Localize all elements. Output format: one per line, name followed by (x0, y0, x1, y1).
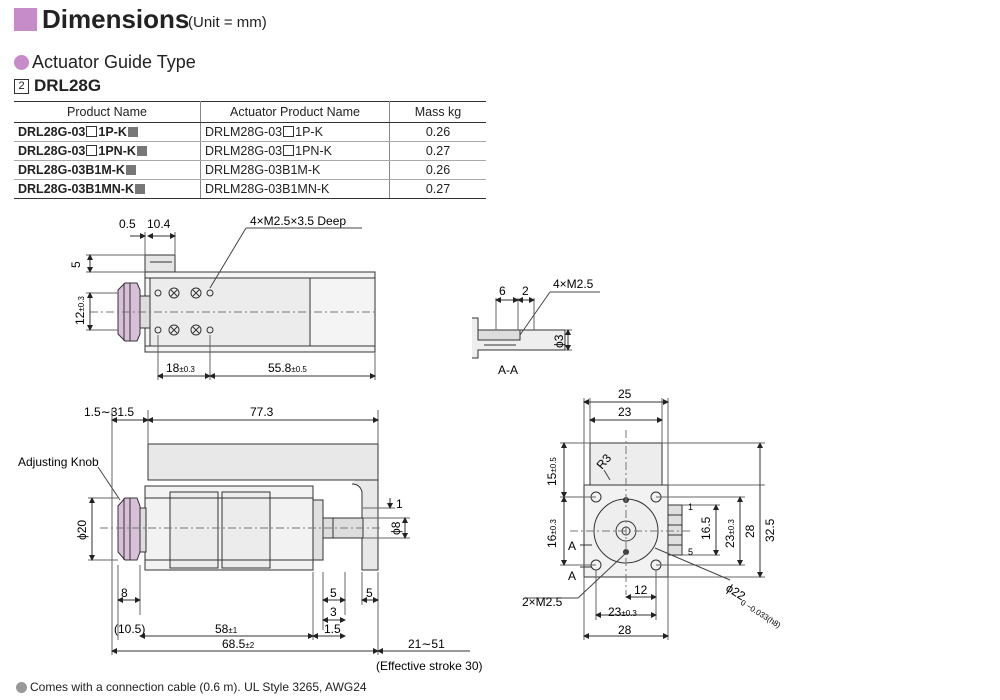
cell-mass: 0.27 (389, 179, 486, 199)
pin-5-label: 5 (688, 547, 693, 557)
dim-5b: 5 (366, 586, 373, 600)
dim-18: 18±0.3 (166, 361, 195, 375)
header-square-icon (14, 8, 37, 31)
dim-21-51: 21∼51 (408, 637, 445, 651)
side-view-drawing (88, 410, 470, 655)
cell-mass: 0.26 (389, 122, 486, 142)
dim-5a: 5 (330, 586, 337, 600)
dim-28-horiz: 28 (618, 623, 632, 637)
cell-apn-a: DRLM28G-03 (205, 125, 283, 139)
dim-23-vert: 23±0.3 (723, 519, 737, 548)
dim-1: 1 (396, 497, 403, 511)
cell-mass: 0.27 (389, 141, 486, 161)
model-number-box: 2 (14, 79, 29, 94)
open-square-icon (86, 145, 98, 156)
top-view-drawing (86, 227, 376, 380)
filled-square-icon (127, 127, 138, 137)
cell-pn-a: DRL28G-03B1M-K (18, 163, 125, 177)
dim-12-front: 12 (634, 583, 648, 597)
unit-note: (Unit = mm) (188, 14, 267, 31)
section-a-top: A (568, 539, 576, 553)
pin-1-label: 1 (688, 502, 693, 512)
cell-apn-a: DRLM28G-03B1MN-K (205, 182, 330, 196)
dim-12: 12±0.3 (73, 296, 87, 325)
footnote: Comes with a connection cable (0.6 m). U… (30, 680, 367, 694)
adjusting-knob-label: Adjusting Knob (18, 455, 99, 469)
cell-apn-b: 1P-K (295, 125, 323, 139)
table-row: DRL28G-03 1P-K DRLM28G-03 1P-K 0.26 (14, 122, 486, 142)
stroke-range: 1.5∼31.5 (84, 405, 134, 419)
holes-label-top: 4×M2.5×3.5 Deep (250, 214, 346, 228)
effective-stroke: (Effective stroke 30) (376, 659, 483, 673)
holes-label-front: 2×M2.5 (522, 595, 563, 609)
dim-3: 3 (330, 605, 337, 619)
model-name: DRL28G (34, 76, 102, 95)
filled-square-icon (135, 184, 145, 194)
filled-square-icon (125, 165, 136, 175)
filled-square-icon (136, 146, 147, 156)
table-row: DRL28G-03 1PN-K DRLM28G-03 1PN-K 0.27 (14, 141, 486, 161)
dim-8: 8 (121, 586, 128, 600)
holes-label-section: 4×M2.5 (553, 277, 594, 291)
open-square-icon (86, 126, 98, 137)
dim-1-5: 1.5 (324, 622, 341, 636)
table-row: DRL28G-03B1MN-K DRLM28G-03B1MN-K 0.27 (14, 179, 486, 199)
dim-10-4: 10.4 (147, 217, 171, 231)
cell-apn-a: DRLM28G-03 (205, 144, 283, 158)
col-header-product: Product Name (14, 101, 201, 123)
cell-mass: 0.26 (389, 160, 486, 180)
col-header-actuator: Actuator Product Name (200, 101, 390, 123)
cell-pn-b: 1PN-K (98, 144, 136, 158)
section-dot-icon (14, 55, 29, 70)
open-square-icon (283, 145, 295, 156)
front-view-drawing (525, 398, 765, 640)
dim-16-5: 16.5 (699, 516, 713, 540)
section-a-bottom: A (568, 569, 576, 583)
dim-58: 58±1 (215, 622, 238, 636)
dim-16: 16±0.3 (545, 519, 559, 548)
dim-55-8: 55.8±0.5 (268, 361, 307, 375)
product-table: Product Name Actuator Product Name Mass … (14, 101, 486, 199)
dia-8: ϕ8 (389, 521, 403, 535)
dim-5-top: 5 (69, 261, 83, 268)
section-title: Actuator Guide Type (32, 52, 196, 72)
cell-pn-a: DRL28G-03 (18, 144, 86, 158)
section-label: A-A (498, 363, 518, 377)
dim-25: 25 (618, 387, 632, 401)
dim-23-top: 23 (618, 405, 632, 419)
cell-pn-a: DRL28G-03 (18, 125, 86, 139)
dim-32-5: 32.5 (763, 518, 777, 542)
dim-15: 15±0.5 (545, 457, 559, 486)
dim-2: 2 (522, 284, 529, 298)
dim-23-horiz: 23±0.3 (608, 605, 637, 619)
page-title: Dimensions (42, 4, 190, 34)
dim-77-3: 77.3 (250, 405, 274, 419)
cell-apn-b: 1PN-K (295, 144, 332, 158)
dia-3: ϕ3 (552, 334, 566, 348)
cell-pn-b: 1P-K (98, 125, 127, 139)
dim-6: 6 (499, 284, 506, 298)
open-square-icon (283, 126, 295, 137)
table-row: DRL28G-03B1M-K DRLM28G-03B1M-K 0.26 (14, 160, 486, 180)
section-a-a-drawing (472, 291, 600, 359)
dim-0-5: 0.5 (119, 217, 136, 231)
dia-22: ϕ220 −0.033(h8) (722, 581, 787, 630)
footnote-dot-icon (16, 682, 27, 693)
cell-apn-a: DRLM28G-03B1M-K (205, 163, 321, 177)
col-header-mass: Mass kg (389, 101, 486, 123)
cell-pn-a: DRL28G-03B1MN-K (18, 182, 134, 196)
dia-20: ϕ20 (75, 520, 89, 540)
dim-10-5: (10.5) (114, 622, 145, 636)
dim-68-5: 68.5±2 (222, 637, 255, 651)
dim-28-vert: 28 (743, 524, 757, 538)
